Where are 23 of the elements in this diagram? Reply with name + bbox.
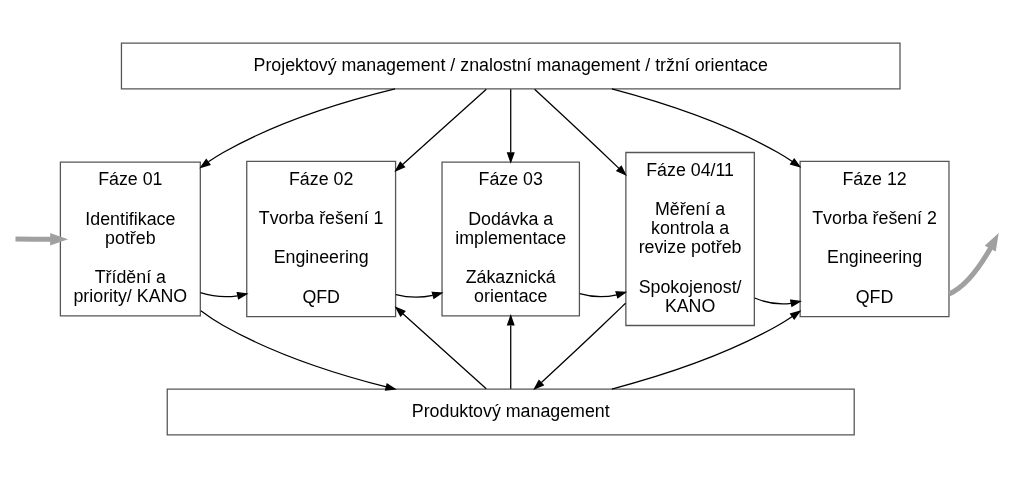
arrow bbox=[611, 87, 802, 168]
arrow bbox=[533, 302, 627, 390]
arrow bbox=[506, 88, 515, 164]
node-box: Fáze 03 Dodávka a implementace Zákaznická orientace bbox=[441, 160, 581, 317]
node-box: Projektový management / znalostní management / tržní orientace bbox=[120, 41, 901, 90]
arrow bbox=[395, 291, 444, 299]
arrow bbox=[199, 87, 396, 168]
arrow bbox=[753, 296, 802, 307]
node-box: Produktový management bbox=[166, 387, 855, 436]
arrow bbox=[394, 305, 487, 389]
arrow bbox=[579, 290, 628, 299]
arrow bbox=[533, 88, 627, 176]
arrow bbox=[948, 232, 999, 296]
node-box: Fáze 02 Tvorba řešení 1 Engineering QFD bbox=[246, 160, 397, 317]
node-box: Fáze 12 Tvorba řešení 2 Engineering QFD bbox=[799, 160, 950, 317]
node-box: Fáze 01 Identifikace potřeb Třídění a priority/ KANO bbox=[59, 160, 201, 317]
arrow bbox=[199, 291, 249, 300]
arrow bbox=[506, 313, 515, 389]
arrow bbox=[15, 232, 69, 246]
arrow bbox=[394, 88, 487, 172]
node-box: Fáze 04/11 Měření a kontrola a revize potřeb Spokojenost/ KANO bbox=[625, 151, 755, 326]
arrow bbox=[611, 309, 802, 390]
arrow bbox=[200, 309, 397, 391]
